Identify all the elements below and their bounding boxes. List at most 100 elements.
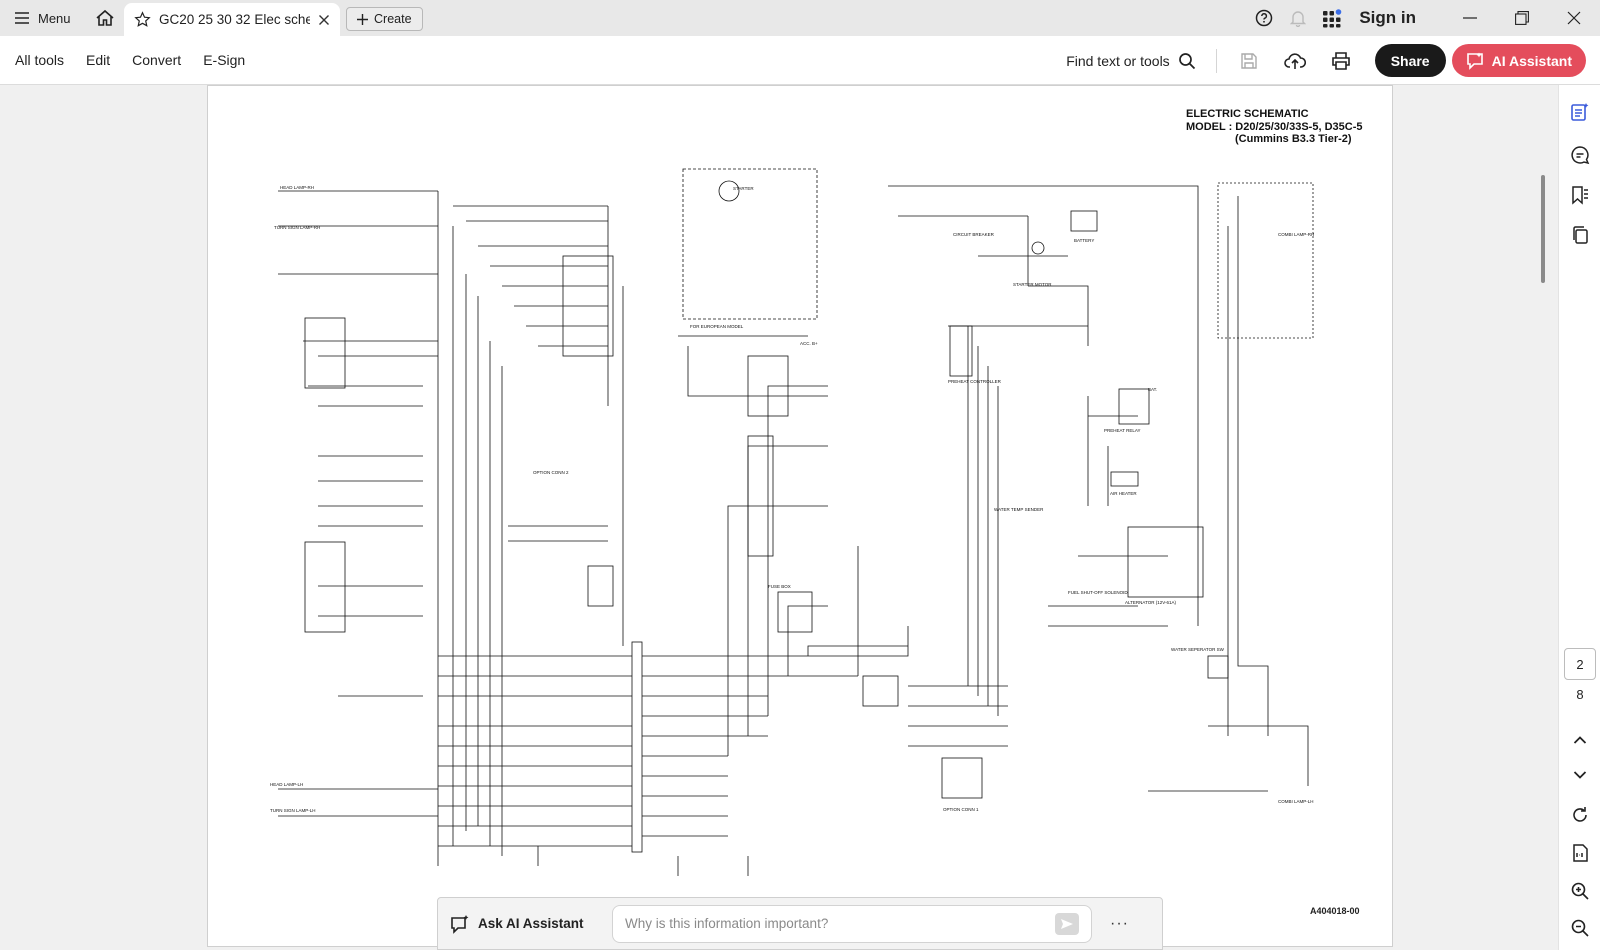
menu-e-sign[interactable]: E-Sign — [203, 52, 246, 68]
indicator-box-2 — [304, 541, 346, 633]
apps-button[interactable] — [1315, 0, 1349, 36]
create-button[interactable]: Create — [346, 7, 423, 31]
label-turn-sign-lamp-lh: TURN SIGN LAMP-LH — [270, 808, 316, 813]
relay-stack-box — [747, 435, 774, 557]
document-tab[interactable]: GC20 25 30 32 Elec sche... — [124, 3, 340, 36]
printer-icon — [1331, 51, 1350, 70]
rail-comments-button[interactable] — [1565, 140, 1595, 170]
label-starter: STARTER — [733, 186, 754, 191]
menu-all-tools[interactable]: All tools — [15, 52, 65, 68]
label-alternator: ALTERNATOR (12V-61A) — [1125, 600, 1177, 605]
print-button[interactable] — [1321, 43, 1361, 79]
preheat-relay-box — [1118, 388, 1150, 425]
find-tools-label: Find text or tools — [1066, 52, 1170, 69]
zoom-in-icon — [1571, 882, 1589, 900]
label-head-lamp-lh: HEAD LAMP-LH — [270, 782, 303, 787]
rear-lamps-group — [1217, 182, 1314, 339]
starter-motor-symbol — [1031, 241, 1045, 255]
bookmark-icon — [1572, 186, 1588, 205]
chevron-up-icon — [1573, 736, 1587, 744]
ai-summary-icon — [1571, 103, 1589, 121]
home-button[interactable] — [85, 0, 125, 36]
label-fuel-shutoff-solenoid: FUEL SHUT-OFF SOLENOID — [1068, 590, 1128, 595]
alternator-box — [1127, 526, 1204, 598]
label-bat: BAT. — [1148, 387, 1157, 392]
label-air-heater: AIR HEATER — [1110, 491, 1137, 496]
right-rail: 2 8 — [1558, 85, 1600, 950]
label-preheat-relay: PREHEAT RELAY — [1104, 428, 1141, 433]
share-button[interactable]: Share — [1374, 44, 1446, 77]
tab-title: GC20 25 30 32 Elec sche... — [159, 12, 310, 27]
previous-page-button[interactable] — [1565, 725, 1595, 755]
label-water-separator-sw: WATER SEPERATOR SW — [1171, 647, 1225, 652]
electric-schematic-diagram: FOR EUROPEAN MODEL STARTER STARTER MOTOR… — [270, 168, 1314, 876]
help-icon — [1256, 9, 1273, 27]
apps-grid-icon — [1323, 9, 1342, 28]
close-tab-icon[interactable] — [318, 14, 330, 26]
toolbar: All tools Edit Convert E-Sign Find text … — [0, 36, 1600, 85]
restore-icon — [1515, 11, 1529, 25]
search-icon — [1178, 52, 1195, 69]
label-starter-motor: STARTER MOTOR — [1013, 282, 1052, 287]
create-label: Create — [374, 12, 412, 26]
ask-ai-label-group: Ask AI Assistant — [450, 914, 612, 934]
document-code: A404018-00 — [1310, 906, 1360, 916]
label-option-conn-2: OPTION CONN 2 — [533, 470, 569, 475]
send-icon — [1061, 918, 1073, 929]
save-icon — [1240, 52, 1257, 69]
help-button[interactable] — [1247, 0, 1281, 36]
notifications-button[interactable] — [1281, 0, 1315, 36]
ask-ai-bar: Ask AI Assistant Why is this information… — [437, 897, 1163, 950]
fit-page-button[interactable] — [1565, 838, 1595, 868]
label-for-european-model: FOR EUROPEAN MODEL — [690, 324, 744, 329]
current-page-input[interactable]: 2 — [1564, 648, 1596, 680]
bell-icon — [1290, 11, 1307, 27]
ai-assistant-button[interactable]: AI Assistant — [1451, 44, 1586, 77]
cloud-upload-icon — [1283, 52, 1306, 69]
harness-horizontal-lines — [278, 185, 1309, 876]
pages-icon — [1573, 226, 1588, 244]
chevron-down-icon — [1573, 771, 1587, 779]
connector-bottom-right — [1207, 655, 1229, 679]
schematic-title-line1: ELECTRIC SCHEMATIC — [1186, 108, 1309, 120]
label-fuse-box: FUSE BOX — [768, 584, 791, 589]
rail-summary-button[interactable] — [1565, 97, 1595, 127]
home-icon — [96, 9, 114, 26]
save-button[interactable] — [1229, 43, 1269, 79]
zoom-in-button[interactable] — [1565, 876, 1595, 906]
menu-edit[interactable]: Edit — [86, 52, 111, 68]
star-icon[interactable] — [134, 11, 151, 28]
rail-bookmarks-button[interactable] — [1565, 180, 1595, 210]
ai-question-placeholder: Why is this information important? — [625, 916, 829, 931]
toolbar-divider — [1215, 48, 1217, 73]
fuse-box — [777, 591, 813, 633]
label-head-lamp-rh: HEAD LAMP-RH — [280, 185, 314, 190]
schematic-title-line3: (Cummins B3.3 Tier-2) — [1235, 133, 1352, 145]
menu-convert[interactable]: Convert — [132, 52, 182, 68]
control-unit-box — [562, 255, 614, 357]
rotate-icon — [1573, 807, 1587, 822]
minimize-icon — [1463, 17, 1477, 19]
find-tools-button[interactable]: Find text or tools — [1058, 52, 1204, 70]
label-combi-lamp-rh: COMBI LAMP-RH — [1278, 232, 1314, 237]
rotate-button[interactable] — [1565, 800, 1595, 830]
schematic-title-line2: MODEL : D20/25/30/33S-5, D35C-5 — [1186, 120, 1363, 133]
zoom-out-icon — [1571, 919, 1589, 937]
label-water-temp-sender: WATER TEMP SENDER — [994, 507, 1044, 512]
menu-button[interactable]: Menu — [0, 0, 85, 36]
ai-question-input[interactable]: Why is this information important? — [612, 904, 1092, 943]
rail-pages-button[interactable] — [1565, 220, 1595, 250]
send-button[interactable] — [1055, 912, 1079, 935]
hamburger-icon — [15, 12, 29, 24]
minimize-button[interactable] — [1444, 0, 1496, 36]
close-window-button[interactable] — [1548, 0, 1600, 36]
more-options-button[interactable]: ··· — [1110, 914, 1129, 932]
next-page-button[interactable] — [1565, 760, 1595, 790]
document-viewport[interactable]: ELECTRIC SCHEMATIC MODEL : D20/25/30/33S… — [0, 85, 1558, 950]
restore-button[interactable] — [1496, 0, 1548, 36]
sign-in-button[interactable]: Sign in — [1359, 8, 1416, 27]
zoom-out-button[interactable] — [1565, 913, 1595, 943]
upload-button[interactable] — [1275, 43, 1315, 79]
ask-ai-label: Ask AI Assistant — [478, 916, 584, 931]
vertical-scrollbar[interactable] — [1541, 175, 1545, 283]
